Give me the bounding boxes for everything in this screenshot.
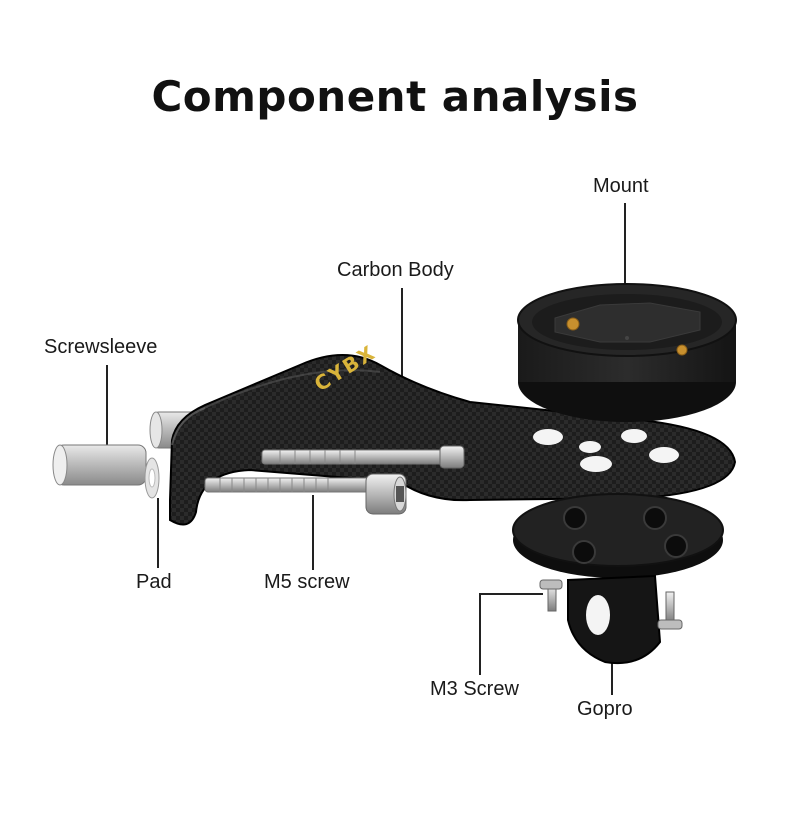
mount-part <box>517 283 737 422</box>
mount-label: Mount <box>593 175 649 197</box>
carbon-body-label: Carbon Body <box>337 259 454 281</box>
screwsleeve-label: Screwsleeve <box>44 336 158 358</box>
pad-part <box>144 457 160 499</box>
gopro-part <box>512 493 724 665</box>
gopro-label: Gopro <box>577 698 633 720</box>
page-title: Component analysis <box>151 72 639 121</box>
m5-screw-label: M5 screw <box>264 571 350 593</box>
carbon-body-part: CYBX <box>169 340 737 526</box>
pad-label: Pad <box>136 571 172 593</box>
m5-screw-parts <box>204 445 465 515</box>
m3-screw-leader <box>479 593 543 675</box>
m3-screw-label: M3 Screw <box>430 678 519 700</box>
